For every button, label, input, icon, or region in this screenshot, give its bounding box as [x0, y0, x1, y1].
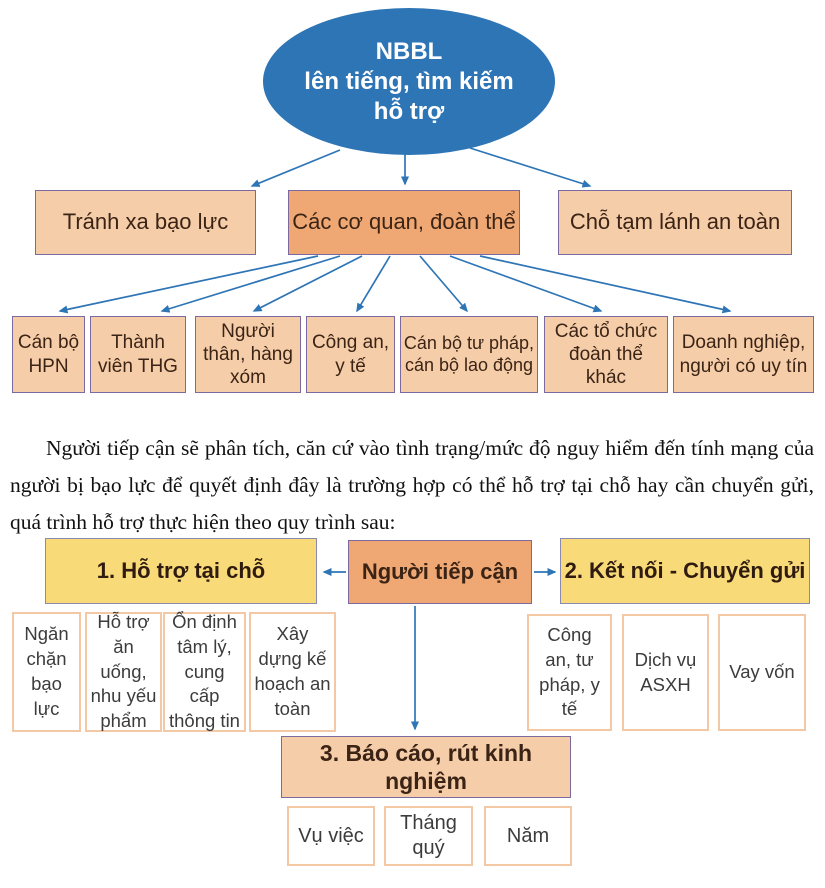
node-dich-vu-asxh: Dịch vụ ASXH	[622, 614, 709, 731]
root-node-line2: lên tiếng, tìm kiếm hỗ trợ	[304, 67, 514, 125]
node-step2-ket-noi-chuyen-gui: 2. Kết nối - Chuyển gửi	[560, 538, 810, 604]
node-vu-viec: Vụ việc	[287, 806, 375, 866]
node-ngan-chan-bao-luc: Ngăn chặn bạo lực	[12, 612, 81, 732]
node-nam: Năm	[484, 806, 572, 866]
body-paragraph: Người tiếp cận sẽ phân tích, căn cứ vào …	[10, 435, 814, 534]
node-vay-von: Vay vốn	[718, 614, 806, 731]
node-step1-ho-tro-tai-cho: 1. Hỗ trợ tại chỗ	[45, 538, 317, 604]
node-nguoi-tiep-can: Người tiếp cận	[348, 540, 532, 604]
node-can-bo-tu-phap-lao-dong: Cán bộ tư pháp, cán bộ lao động	[400, 316, 538, 393]
node-thang-quy: Tháng quý	[384, 806, 473, 866]
node-nguoi-than-hang-xom: Người thân, hàng xóm	[195, 316, 301, 393]
node-ho-tro-an-uong: Hỗ trợ ăn uống, nhu yếu phẩm	[85, 611, 162, 732]
node-step3-bao-cao-rut-kinh-nghiem: 3. Báo cáo, rút kinh nghiệm	[281, 736, 571, 798]
node-cho-tam-lanh-an-toan: Chỗ tạm lánh an toàn	[558, 190, 792, 255]
node-thanh-vien-thg: Thành viên THG	[90, 316, 186, 393]
node-cong-an-tu-phap-y-te: Công an, tư pháp, y tế	[527, 614, 612, 731]
node-cac-co-quan-doan-the: Các cơ quan, đoàn thể	[288, 190, 520, 255]
root-node-nbbl: NBBL lên tiếng, tìm kiếm hỗ trợ	[263, 8, 555, 155]
node-can-bo-hpn: Cán bộ HPN	[12, 316, 85, 393]
node-to-chuc-doan-the-khac: Các tổ chức đoàn thể khác	[544, 316, 668, 393]
node-doanh-nghiep-uy-tin: Doanh nghiệp, người có uy tín	[673, 316, 814, 393]
node-cong-an-y-te: Công an, y tế	[306, 316, 395, 393]
node-xay-dung-ke-hoach: Xây dựng kế hoạch an toàn	[249, 612, 336, 732]
root-node-line1: NBBL	[375, 37, 443, 65]
node-tranh-xa-bao-luc: Tránh xa bạo lực	[35, 190, 256, 255]
node-on-dinh-tam-ly: Ổn định tâm lý, cung cấp thông tin	[163, 611, 246, 732]
